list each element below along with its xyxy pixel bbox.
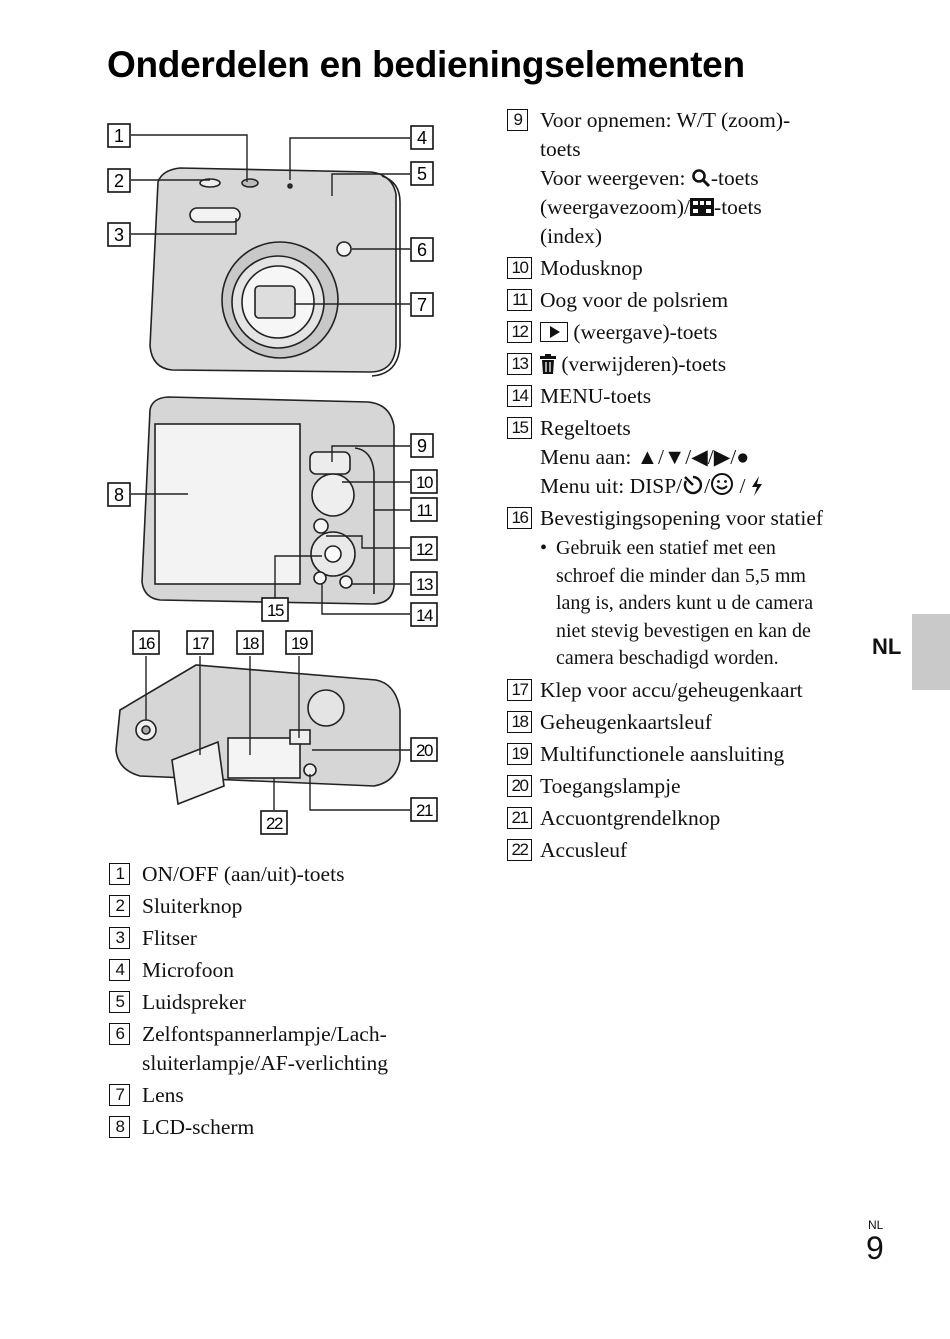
camera-front-illustration [149,167,401,377]
flash-icon [751,476,762,496]
callout-20: 20 [410,737,438,762]
index-grid-icon [690,198,715,216]
callout-15: 15 [261,597,289,622]
svg-text:12: 12 [416,540,433,559]
callout-21: 21 [410,797,438,822]
callout-17: 17 [186,630,214,655]
list-item: 16 Bevestigingsopening voor statief • Ge… [507,504,867,673]
callout-boxes: 1 2 3 4 5 6 7 8 9 10 11 12 13 14 15 16 1… [107,123,438,835]
callout-9: 9 [410,433,434,458]
svg-text:13: 13 [416,575,433,594]
callout-11: 11 [410,497,438,522]
self-timer-icon [683,475,703,495]
svg-text:15: 15 [267,601,284,620]
callout-13: 13 [410,571,438,596]
language-label: NL [872,634,902,659]
callout-1: 1 [107,123,131,148]
svg-text:14: 14 [416,606,433,625]
callout-8: 8 [107,482,131,507]
list-item: 9 Voor opnemen: W/T (zoom)- toets Voor w… [507,106,867,251]
svg-text:10: 10 [416,473,433,492]
language-tab [912,614,950,690]
page-title: Onderdelen en bedieningselementen [107,44,745,85]
note-bullet: • Gebruik een statief met een schroef di… [540,537,814,669]
svg-text:9: 9 [417,436,427,456]
svg-text:6: 6 [417,240,427,260]
parts-list-right: 9 Voor opnemen: W/T (zoom)- toets Voor w… [507,106,867,865]
svg-text:16: 16 [138,634,155,653]
callout-lines [131,134,410,811]
callout-14: 14 [410,602,438,627]
callout-19: 19 [285,630,313,655]
list-item: 15 Regeltoets Menu aan: ▲/▼/◀/▶/● Menu u… [507,414,867,501]
callout-22: 22 [260,810,288,835]
svg-text:1: 1 [114,126,124,146]
trash-icon [540,354,556,374]
svg-text:22: 22 [266,814,283,833]
svg-text:8: 8 [114,485,124,505]
svg-text:7: 7 [417,295,427,315]
svg-text:5: 5 [417,164,427,184]
magnifier-icon [692,169,710,188]
svg-text:11: 11 [417,501,433,520]
callout-7: 7 [410,292,434,317]
smile-icon [711,473,734,495]
camera-bottom-illustration [115,664,401,806]
callout-5: 5 [410,161,434,186]
camera-back-illustration [141,396,395,605]
play-icon [540,322,568,342]
svg-text:20: 20 [416,741,433,760]
svg-text:21: 21 [416,801,433,820]
svg-text:19: 19 [291,634,308,653]
svg-text:17: 17 [192,634,209,653]
callout-4: 4 [410,125,434,150]
camera-diagram: 1 2 3 4 5 6 7 8 9 10 11 12 13 14 15 16 1… [107,123,438,835]
svg-text:4: 4 [417,128,427,148]
callout-18: 18 [236,630,264,655]
svg-text:18: 18 [242,634,259,653]
callout-10: 10 [410,469,438,494]
list-item: 12 (weergave)-toets [507,318,867,347]
callout-3: 3 [107,222,131,247]
list-item: 13 (verwijderen)-toets [507,350,867,379]
page-number: 9 [866,1230,884,1266]
svg-text:3: 3 [114,225,124,245]
callout-12: 12 [410,536,438,561]
callout-2: 2 [107,168,131,193]
page-language-mark: NL [868,1218,884,1232]
callout-16: 16 [132,630,160,655]
callout-6: 6 [410,237,434,262]
svg-text:2: 2 [114,171,124,191]
